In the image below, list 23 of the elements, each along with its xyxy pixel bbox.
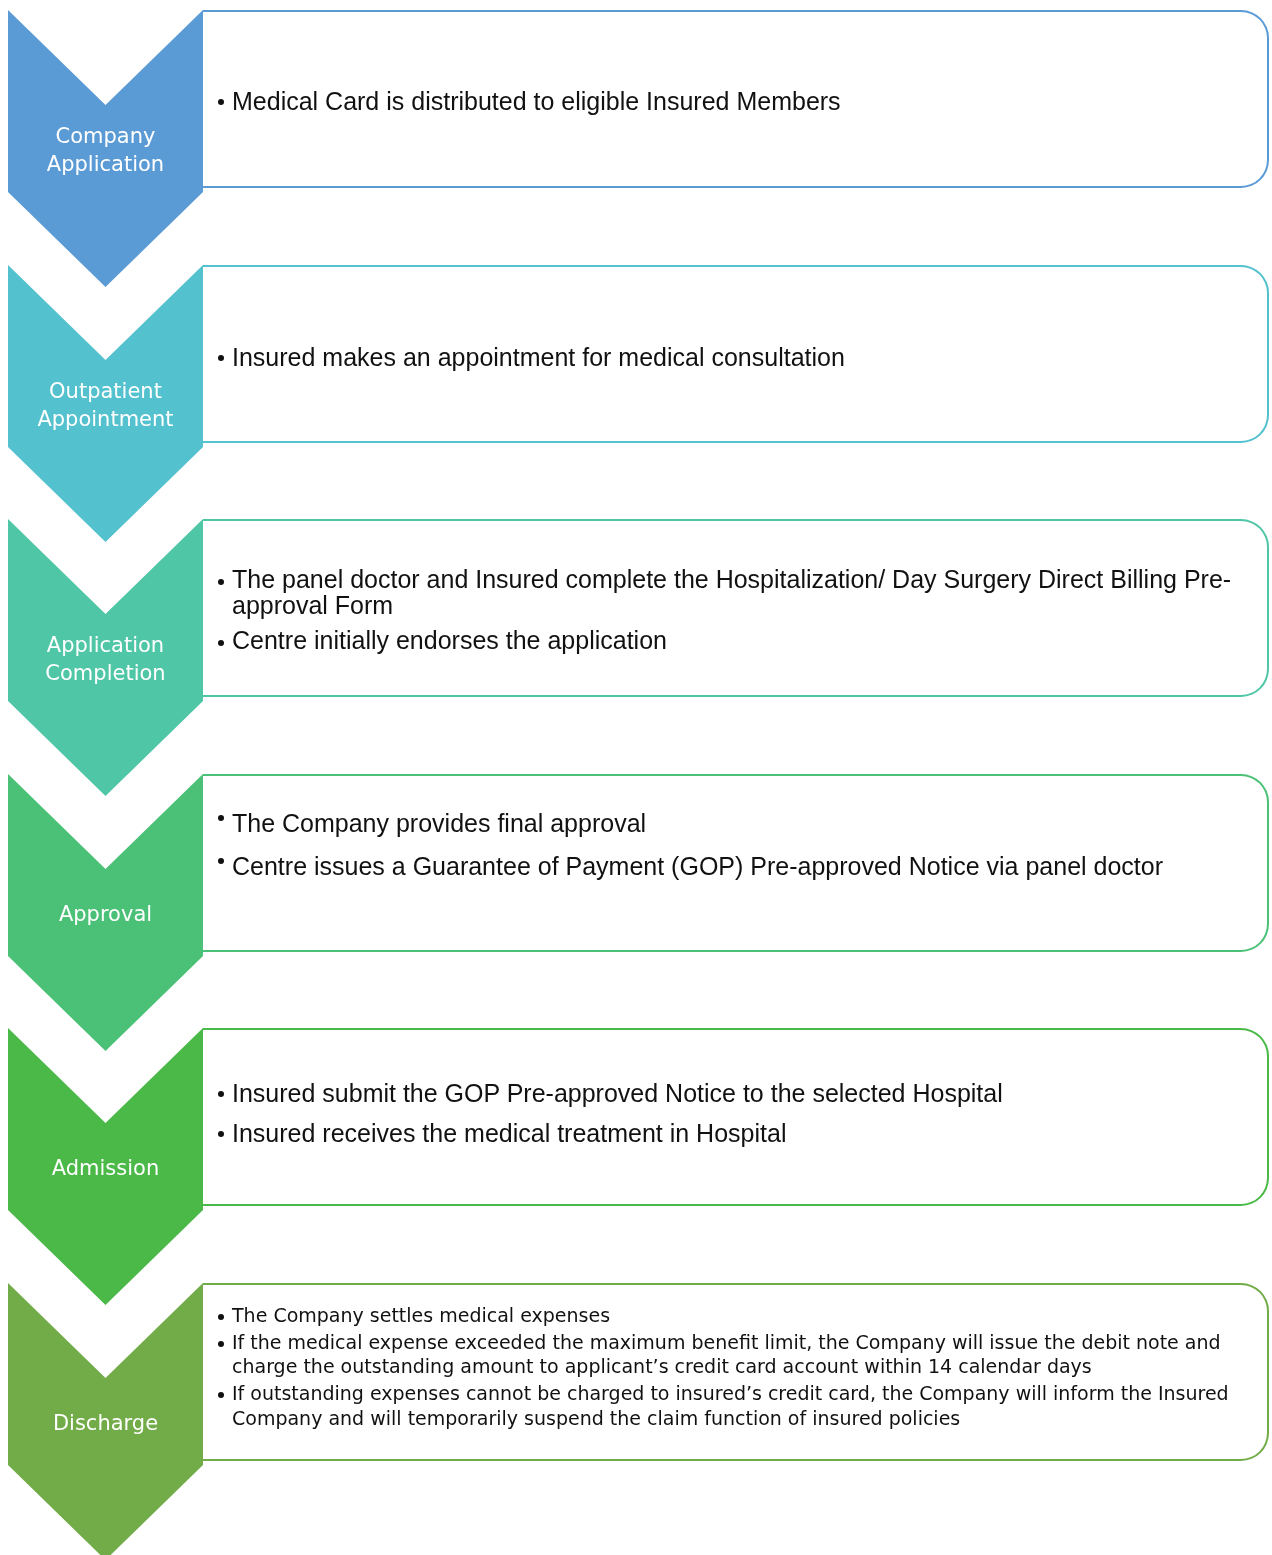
stage-label: Discharge [51, 1409, 160, 1437]
stage-label: Company Application [45, 122, 166, 178]
detail-box [203, 1283, 1269, 1461]
stage-label: Admission [50, 1154, 161, 1182]
bullet-text: Centre initially endorses the application [232, 626, 667, 653]
stage-label: Application Completion [44, 631, 167, 687]
stage-label: Outpatient Appointment [36, 377, 175, 433]
detail-box [203, 265, 1269, 443]
bullet-text: If the medical expense exceeded the maximum benefit limit, the Company will issue the debit note and charge the outstanding amount to applicant’s credit card account within 14 calendar days [232, 1329, 1222, 1380]
bullet-text: Insured submit the GOP Pre-approved Notice to the selected Hospital [232, 1078, 1003, 1108]
detail-box [203, 519, 1269, 697]
bullet-text: The panel doctor and Insured complete the Hospitalization/ Day Surgery Direct Billing Pre-approval Form [232, 566, 1233, 619]
bullet-text: The Company settles medical expenses [232, 1303, 611, 1328]
detail-box [203, 1028, 1269, 1206]
bullet-text: If outstanding expenses cannot be charged to insured’s credit card, the Company will inform the Insured Company and will temporarily suspend the claim function of insured policies [232, 1381, 1230, 1431]
bullet-text: Medical Card is distributed to eligible Insured Members [232, 86, 841, 116]
bullet-text: Insured receives the medical treatment in Hospital [232, 1118, 787, 1148]
bullet-text: The Company provides final approval [232, 808, 647, 839]
bullet-text: Insured makes an appointment for medical consultation [232, 342, 845, 372]
stage-label: Approval [57, 900, 154, 928]
bullet-text: Centre issues a Guarantee of Payment (GOP) Pre-approved Notice via panel doctor [232, 850, 1164, 882]
detail-box [203, 774, 1269, 952]
detail-box [203, 10, 1269, 188]
